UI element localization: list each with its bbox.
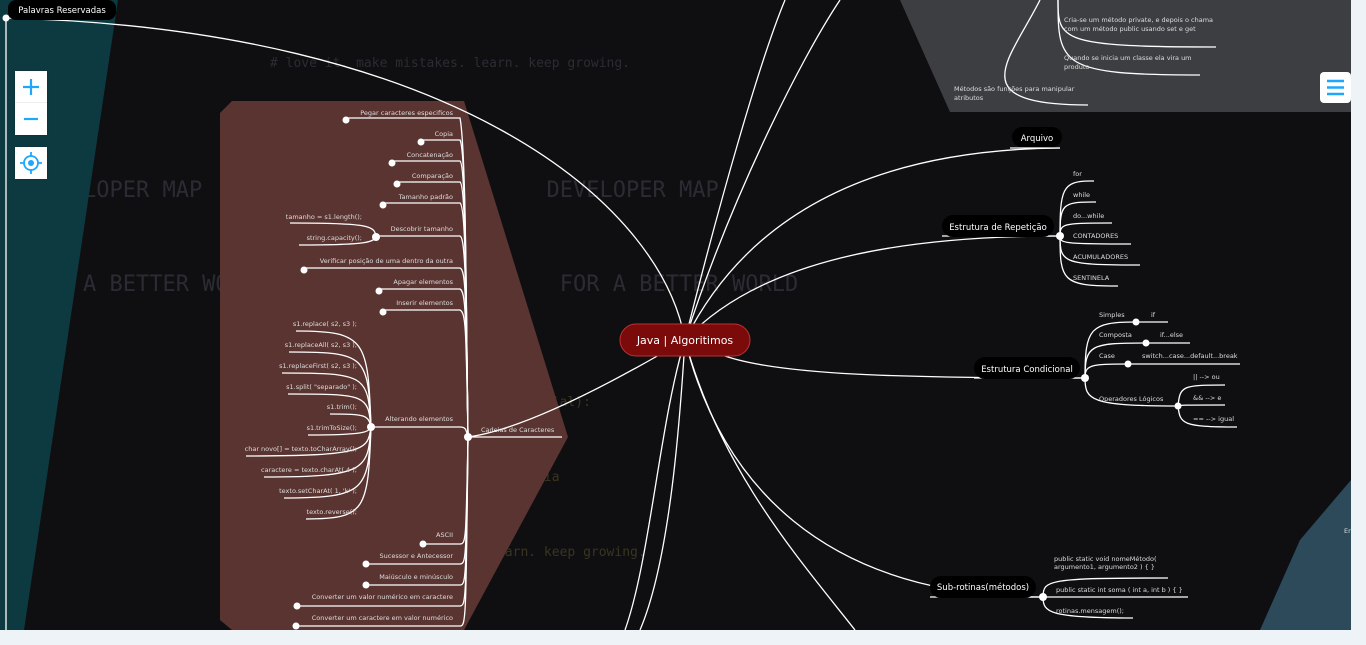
plus-icon: [23, 79, 39, 95]
svg-text:Sub-rotinas(métodos): Sub-rotinas(métodos): [937, 582, 1029, 593]
condicional-composta-child: if...else: [1160, 331, 1183, 339]
cadeias-item: ASCII: [436, 531, 453, 539]
alterando-child: texto.setCharAt( 1, 'k' );: [279, 487, 357, 495]
zoom-controls: [15, 71, 47, 135]
cadeias-item: Converter um valor numérico em caractere: [312, 593, 453, 601]
cadeias-item: Pegar caracteres especificos: [360, 109, 453, 117]
top-notes-panel: [900, 0, 1351, 112]
cadeias-item: Converter um caractere em valor numérico: [312, 614, 453, 622]
cadeias-alterando: Alterando elementos: [385, 415, 454, 423]
hamburger-icon: [1327, 79, 1344, 96]
repeticao-item: ACUMULADORES: [1073, 253, 1128, 261]
svg-text:Arquivo: Arquivo: [1021, 134, 1054, 144]
condicional-logicos: Operadores Lógicos: [1099, 395, 1164, 403]
alterando-child: s1.replaceAll( s2, s3 );: [285, 341, 357, 349]
cadeias-descobrir: Descobrir tamanho: [391, 225, 453, 233]
right-panel: [1260, 480, 1351, 630]
minus-icon: [24, 117, 38, 121]
center-map-button[interactable]: [15, 147, 47, 179]
horizontal-scrollbar[interactable]: [0, 630, 1366, 645]
svg-text:Estrutura Condicional: Estrutura Condicional: [981, 365, 1073, 375]
subrotinas-item: public static int soma ( int a, int b ) …: [1056, 586, 1183, 594]
alterando-child: s1.split( "separado" );: [286, 383, 357, 391]
repeticao-item: do...while: [1073, 212, 1104, 220]
locate-icon: [20, 152, 42, 174]
repeticao-item: for: [1073, 170, 1082, 178]
alterando-child: char novo[] = texto.toCharArray();: [245, 445, 357, 453]
alterando-child: s1.replace( s2, s3 );: [293, 320, 357, 328]
root-node[interactable]: Java | Algoritimos: [619, 323, 751, 357]
note-item: Quando se inicia um classe ela vira um p…: [1064, 54, 1192, 71]
subrotinas-item: rotinas.mensagem();: [1056, 607, 1124, 615]
zoom-out-button[interactable]: [15, 103, 47, 135]
node-cadeias-caracteres[interactable]: Cadeias de Caracteres: [481, 426, 555, 434]
descobrir-child: tamanho = s1.length();: [286, 213, 362, 221]
repeticao-item: while: [1073, 191, 1090, 199]
alterando-child: s1.trimToSize();: [307, 424, 357, 432]
alterando-child: caractere = texto.charAt( 4 );: [261, 466, 357, 474]
vertical-scrollbar[interactable]: [1351, 0, 1366, 630]
alterando-child: texto.reverse();: [307, 508, 357, 516]
node-arquivo[interactable]: Arquivo: [1012, 127, 1062, 147]
logicos-child: && --> e: [1193, 394, 1221, 402]
logicos-child: || --> ou: [1193, 373, 1220, 381]
condicional-simples-child: if: [1151, 311, 1156, 319]
node-estrutura-condicional[interactable]: Estrutura Condicional: [974, 357, 1080, 379]
condicional-case-child: switch...case...default...break: [1142, 352, 1238, 360]
cadeias-item: Tamanho padrão: [398, 193, 453, 201]
center-control: [15, 147, 47, 179]
root-label: Java | Algoritimos: [636, 334, 734, 347]
note-item: Métodos são funções para manipular atrib…: [954, 85, 1075, 102]
background-art: # love it. make mistakes. learn. keep gr…: [270, 56, 631, 71]
zoom-in-button[interactable]: [15, 71, 47, 103]
svg-text:Palavras Reservadas: Palavras Reservadas: [18, 6, 106, 16]
condicional-simples: Simples: [1099, 311, 1125, 319]
node-subrotinas[interactable]: Sub-rotinas(métodos): [930, 576, 1036, 598]
condicional-case: Case: [1099, 352, 1115, 360]
cadeias-item: Sucessor e Antecessor: [380, 552, 454, 560]
svg-text:Estrutura de Repetição: Estrutura de Repetição: [949, 223, 1047, 233]
right-partial-label: En: [1344, 527, 1351, 535]
cadeias-item: Comparação: [412, 172, 453, 180]
cadeias-item: Copia: [435, 130, 453, 138]
repeticao-item: CONTADORES: [1073, 232, 1118, 240]
mindmap-diagram: Java | Algoritimos Palavras Reservadas A…: [0, 0, 1351, 630]
subrotinas-item: public static void nomeMétodo( argumento…: [1054, 555, 1157, 571]
repeticao-item: SENTINELA: [1073, 274, 1110, 282]
cadeias-item: Maiúsculo e minúsculo: [379, 573, 453, 581]
descobrir-child: string.capacity();: [307, 234, 362, 242]
menu-button[interactable]: [1320, 72, 1351, 103]
alterando-child: s1.replaceFirst( s2, s3 );: [279, 362, 357, 370]
cadeias-item: Concatenação: [407, 151, 453, 159]
cadeias-verificar: Verificar posição de uma dentro da outra: [320, 257, 453, 265]
condicional-composta: Composta: [1099, 331, 1132, 339]
note-item: Cria-se um método private, e depois o ch…: [1064, 16, 1214, 33]
node-palavras-reservadas[interactable]: Palavras Reservadas: [8, 0, 116, 20]
strings-panel: [220, 101, 568, 630]
mindmap-canvas[interactable]: # love it. make mistakes. learn. keep gr…: [0, 0, 1351, 630]
node-estrutura-repeticao[interactable]: Estrutura de Repetição: [942, 215, 1054, 237]
cadeias-inserir: Inserir elementos: [396, 299, 453, 307]
logicos-child: == --> igual: [1193, 415, 1234, 423]
alterando-child: s1.trim();: [327, 403, 357, 411]
cadeias-apagar: Apagar elementos: [393, 278, 453, 286]
